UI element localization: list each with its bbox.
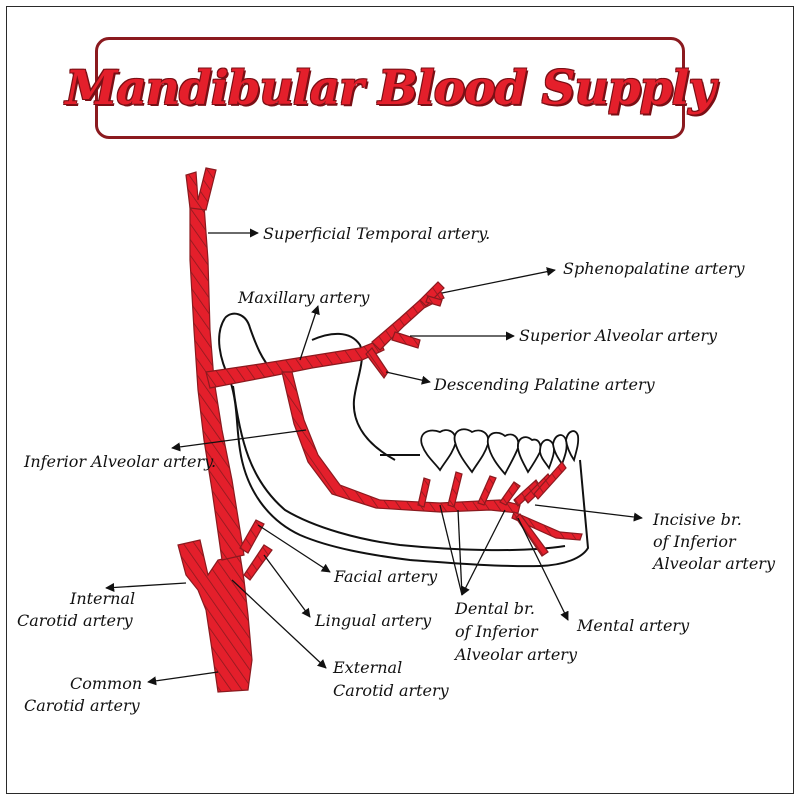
label-common-carotid-line1: Common	[70, 674, 143, 693]
label-inferior-alveolar-artery: Inferior Alveolar artery.	[24, 452, 217, 471]
superficial-temporal-artery	[185, 167, 217, 211]
maxillary-artery	[205, 339, 385, 389]
label-sphenopalatine-artery: Sphenopalatine artery	[563, 259, 745, 278]
label-internal-carotid-line2: Carotid artery	[17, 611, 133, 630]
leader-lines	[105, 228, 643, 686]
arteries	[177, 167, 583, 693]
label-maxillary-artery: Maxillary artery	[238, 288, 370, 307]
inferior-alveolar-artery	[281, 371, 521, 514]
label-external-carotid-line2: Carotid artery	[333, 681, 449, 700]
label-external-carotid-line1: External	[333, 658, 403, 677]
label-dental-branch-line1: Dental br.	[455, 599, 535, 618]
lingual-artery	[243, 544, 273, 581]
label-facial-artery: Facial artery	[334, 567, 438, 586]
label-incisive-branch-line1: Incisive br.	[653, 510, 742, 529]
label-dental-branch-line3: Alveolar artery	[455, 645, 577, 664]
label-incisive-branch-line2: of Inferior	[653, 532, 736, 551]
label-lingual-artery: Lingual artery	[315, 611, 432, 630]
facial-artery	[239, 519, 265, 554]
label-dental-branch-line2: of Inferior	[455, 622, 538, 641]
label-descending-palatine-artery: Descending Palatine artery	[434, 375, 655, 394]
label-common-carotid-line2: Carotid artery	[24, 696, 140, 715]
external-carotid-artery	[189, 204, 245, 561]
label-internal-carotid-line1: Internal	[70, 589, 136, 608]
label-incisive-branch-line3: Alveolar artery	[653, 554, 775, 573]
label-mental-artery: Mental artery	[577, 616, 690, 635]
common-carotid-artery	[177, 539, 253, 693]
label-superior-alveolar-artery: Superior Alveolar artery	[519, 326, 718, 345]
figure-border	[6, 6, 794, 794]
diagram-title: Mandibular Blood Supply	[65, 60, 715, 116]
title-box: Mandibular Blood Supply	[65, 37, 716, 139]
teeth	[420, 428, 580, 476]
label-superficial-temporal-artery: Superficial Temporal artery.	[263, 224, 491, 243]
